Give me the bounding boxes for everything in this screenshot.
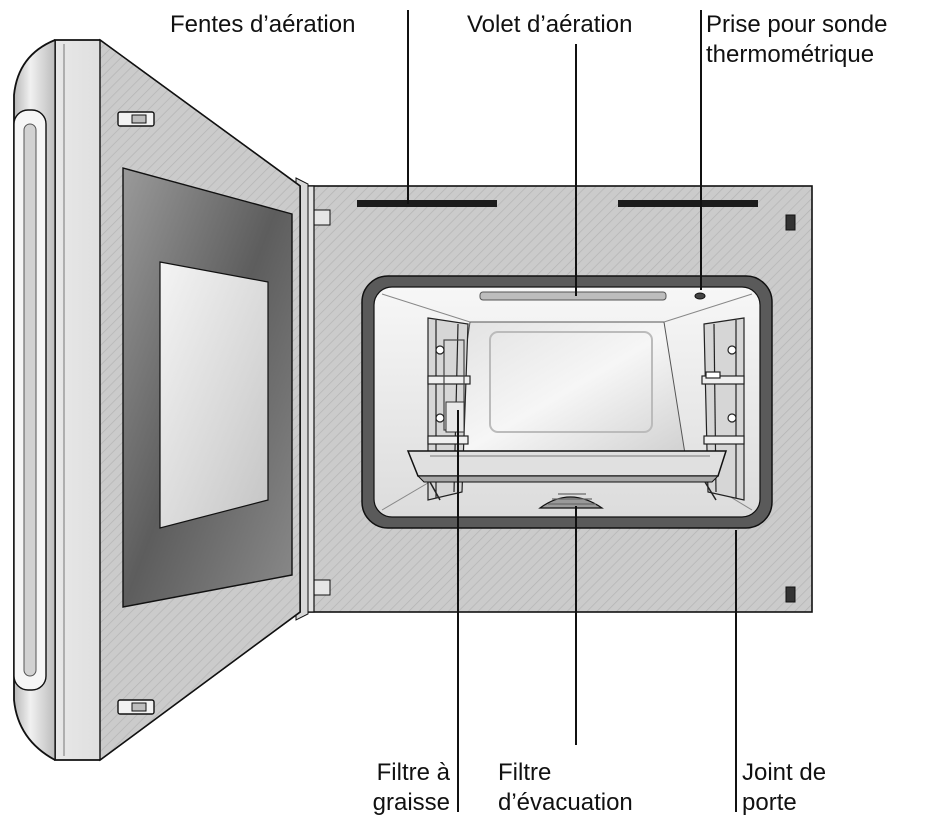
oven-cavity xyxy=(361,275,773,529)
label-fentes-aeration: Fentes d’aération xyxy=(170,11,356,38)
grease-filter xyxy=(445,401,465,433)
vent-flap xyxy=(479,291,667,301)
oven-door xyxy=(13,38,315,762)
vent-slot-right xyxy=(618,200,758,207)
door-handle xyxy=(13,39,65,761)
label-filtre-graisse: Filtre à graisse xyxy=(372,759,450,816)
label-filtre-evacuation: Filtre d’évacuation xyxy=(498,759,633,816)
probe-socket xyxy=(694,292,706,300)
vent-slot-left xyxy=(357,200,497,207)
exhaust-filter xyxy=(538,493,604,509)
leader-lines xyxy=(407,10,737,812)
baking-tray xyxy=(406,450,728,501)
door-window-glass xyxy=(159,261,269,529)
label-volet-aeration: Volet d’aération xyxy=(467,11,633,38)
label-prise-sonde: Prise pour sonde thermométrique xyxy=(706,11,888,68)
label-joint-porte: Joint de porte xyxy=(742,759,827,816)
